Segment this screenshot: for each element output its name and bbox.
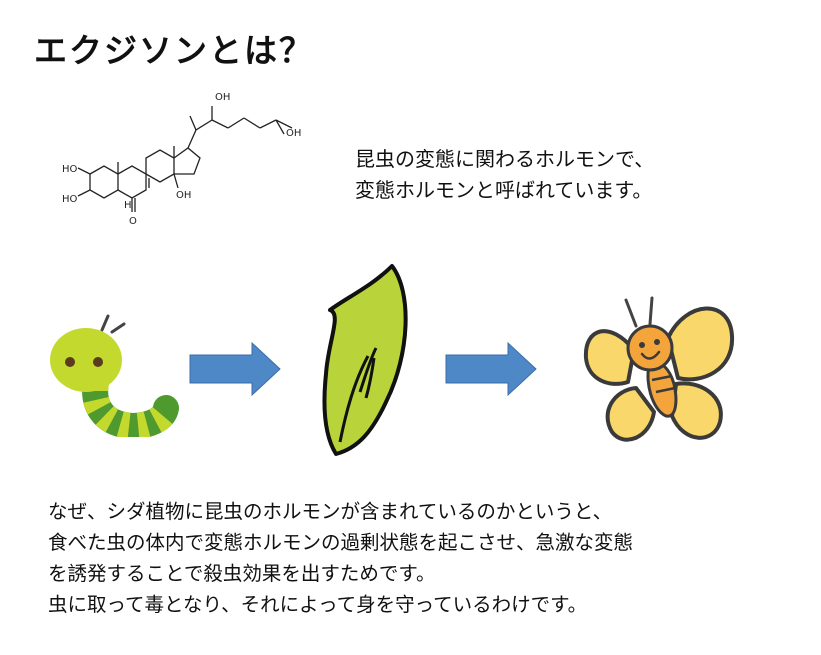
arrow-right-icon	[189, 341, 281, 397]
description-line: 昆虫の変態に関わるホルモンで、	[355, 147, 655, 171]
oh-middle-label: OH	[176, 190, 191, 201]
ho-lower-label: HO	[62, 194, 78, 205]
explanation-line: を誘発することで殺虫効果を出すためです。	[48, 562, 436, 585]
explanation-line: なぜ、シダ植物に昆虫のホルモンが含まれているのかというと、	[48, 500, 613, 523]
o-label: O	[129, 216, 137, 227]
oh-top-label: OH	[215, 92, 230, 103]
explanation-line: 食べた虫の体内で変態ホルモンの過剰状態を起こさせ、急激な変態	[48, 531, 634, 554]
arrow-right-icon	[445, 341, 537, 397]
description-line: 変態ホルモンと呼ばれています。	[355, 178, 653, 202]
oh-right-label: OH	[286, 128, 301, 139]
description: 昆虫の変態に関わるホルモンで、 変態ホルモンと呼ばれています。	[355, 144, 785, 206]
ecdysone-structure-diagram: OH OH HO HO OH H O	[62, 92, 301, 227]
ho-upper-label: HO	[62, 164, 78, 175]
chrysalis-icon	[322, 264, 408, 456]
butterfly-icon	[583, 296, 735, 442]
page-title: エクジソンとは？	[34, 31, 314, 70]
h-label: H	[124, 200, 132, 211]
explanation-text: なぜ、シダ植物に昆虫のホルモンが含まれているのかというと、 食べた虫の体内で変態…	[48, 496, 808, 620]
explanation-line: 虫に取って毒となり、それによって身を守っているわけです。	[48, 593, 588, 616]
caterpillar-icon	[50, 314, 179, 437]
